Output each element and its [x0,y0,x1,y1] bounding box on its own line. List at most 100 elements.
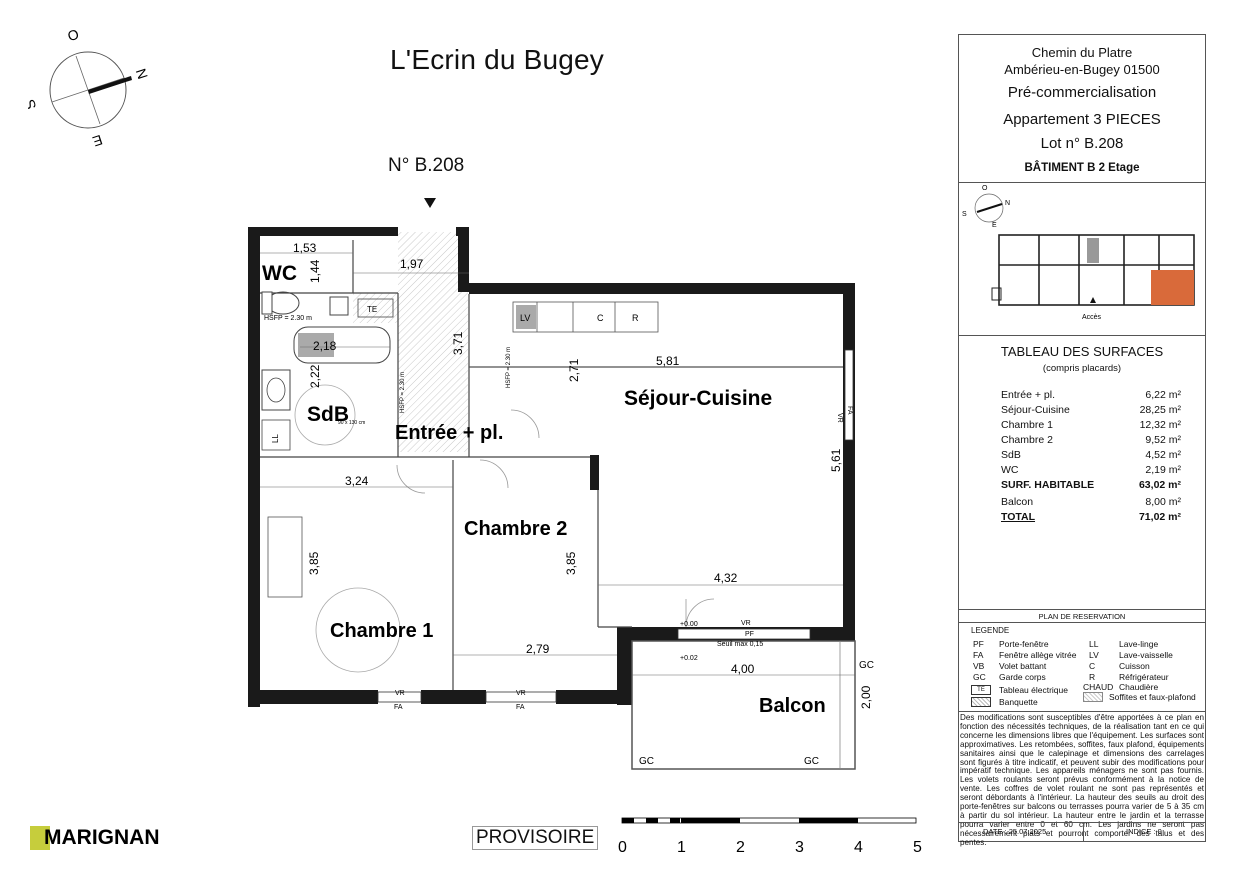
surface-row-label: TOTAL [1001,511,1036,523]
legend-text: Garde corps [999,672,1046,682]
legend-code: LV [1089,650,1099,660]
dim-balcon-h: 2,00 [859,685,873,709]
soffit-zone-2 [353,293,398,323]
legend-code: PF [973,639,984,649]
address-line-2: Ambérieu-en-Bugey 01500 [1004,62,1160,77]
scale-tick-2: 2 [736,839,745,856]
keyplan-compass-n: N [1005,200,1010,207]
divider [959,335,1205,336]
banquette-swatch-icon [971,697,991,707]
surfaces-title: TABLEAU DES SURFACES [1000,344,1164,359]
keyplan-compass-o: O [982,185,988,192]
wc-sink-icon [329,296,349,316]
bathtub-icon [293,326,391,364]
sdb-sink-icon [261,369,291,411]
divider [959,182,1205,183]
alt-label-1: +0.00 [680,621,698,628]
divider [959,822,1205,823]
room-balcon: Balcon [759,695,826,717]
scale-bar-blocks [621,817,917,824]
gc-label-1: GC [859,660,874,671]
legend-text: Porte-fenêtre [999,639,1049,649]
keyplan-access-arrow-icon [1090,297,1096,303]
vr-label-1: VR [836,413,843,423]
gc-label-2: GC [639,756,654,767]
entrance-arrow-icon [424,198,436,208]
dim-ch1-h: 3,85 [307,551,321,575]
keyplan-compass-s: S [962,211,967,218]
legend-text: Chaudière [1119,682,1159,692]
scale-tick-4: 4 [854,839,863,856]
scale-tick-5: 5 [913,839,922,856]
legend-code: LL [1089,639,1099,649]
scale-tick-1: 1 [677,839,686,856]
legend-text: Banquette [999,697,1038,707]
scale-bar: 0 1 2 3 4 5 [618,817,922,856]
toilet-tank-icon [261,291,273,315]
dim-sejour-w: 5,81 [656,354,680,368]
compass-circle [49,51,127,129]
sdb-circle [294,384,356,446]
c-label: C [597,313,604,323]
room-entree: Entrée + pl. [395,422,503,444]
room-chambre1: Chambre 1 [330,620,433,642]
legend-text: Lave-linge [1119,639,1159,649]
legend-text: Réfrigérateur [1119,672,1169,682]
surface-row-label: Balcon [1001,496,1034,508]
legend-code: CHAUD [1083,682,1114,692]
surface-row-label: SURF. HABITABLE [1001,479,1095,491]
status-label: Pré-commercialisation [1007,84,1157,101]
hsfp-entree: HSFP = 2.30 m [506,347,512,388]
soffit-swatch-icon [1083,692,1103,702]
patio-door [677,628,811,640]
divider [959,622,1205,623]
legend-text: Tableau électrique [999,685,1068,695]
ll-label: LL [271,434,280,443]
balcony-outline [631,640,856,770]
vr-label-2: VR [395,690,405,697]
compass-label-o: O [65,26,80,45]
scale-tick-0: 0 [618,839,627,856]
dim-sdb-w: 2,18 [313,339,337,353]
soffit-zone [398,232,468,452]
dim-ch2-h: 3,85 [564,551,578,575]
dim-sejour-w2: 4,32 [714,571,738,585]
surface-row-label: SdB [1001,449,1021,461]
dim-sdb-h: 2,22 [308,364,322,388]
surface-row-value: 2,19 m² [1145,464,1181,476]
building-label: BÂTIMENT B 2 Etage [1024,162,1140,174]
fa-label-1: FA [846,406,853,415]
surface-row-label: Séjour-Cuisine [1001,404,1070,416]
apartment-type: Appartement 3 PIECES [1003,111,1161,128]
dim-entree-w: 1,97 [400,257,424,271]
address-line-1: Chemin du Platre [1031,45,1133,60]
room-wc: WC [262,262,297,285]
legend-code: C [1089,661,1096,671]
keyplan-access-label: Accès [1082,314,1102,321]
surface-row-value: 28,25 m² [1139,404,1181,416]
dim-sejour-h2: 5,61 [829,448,843,472]
brand-name: MARIGNAN [44,826,160,849]
legend-code: VB [973,661,985,671]
surface-row-value: 4,52 m² [1145,449,1181,461]
compass-rose: O N S E [28,26,151,150]
divider [959,711,1205,712]
lot-label: Lot n° B.208 [1040,135,1124,152]
alt-label-2: +0.02 [680,655,698,662]
partition-stub [590,455,599,490]
logo-mark-icon [30,826,50,850]
room-sdb: SdB [307,403,349,426]
keyplan-lot-highlight [1151,270,1194,305]
lot-number-label: N° B.208 [388,155,465,176]
surface-row-value: 71,02 m² [1138,511,1181,523]
kitchen-counter [512,301,659,333]
dim-ch1-w: 3,24 [345,474,369,488]
legend-code: FA [973,650,984,660]
project-title: L'Ecrin du Bugey [390,44,605,75]
room-chambre2: Chambre 2 [464,518,567,540]
legend-text: Soffites et faux-plafond [1109,692,1196,702]
surface-row-value: 12,32 m² [1139,419,1181,431]
legend-code: GC [973,672,986,682]
fa-label-3: FA [516,704,525,711]
reservation-title: PLAN DE RESERVATION [1038,612,1126,621]
